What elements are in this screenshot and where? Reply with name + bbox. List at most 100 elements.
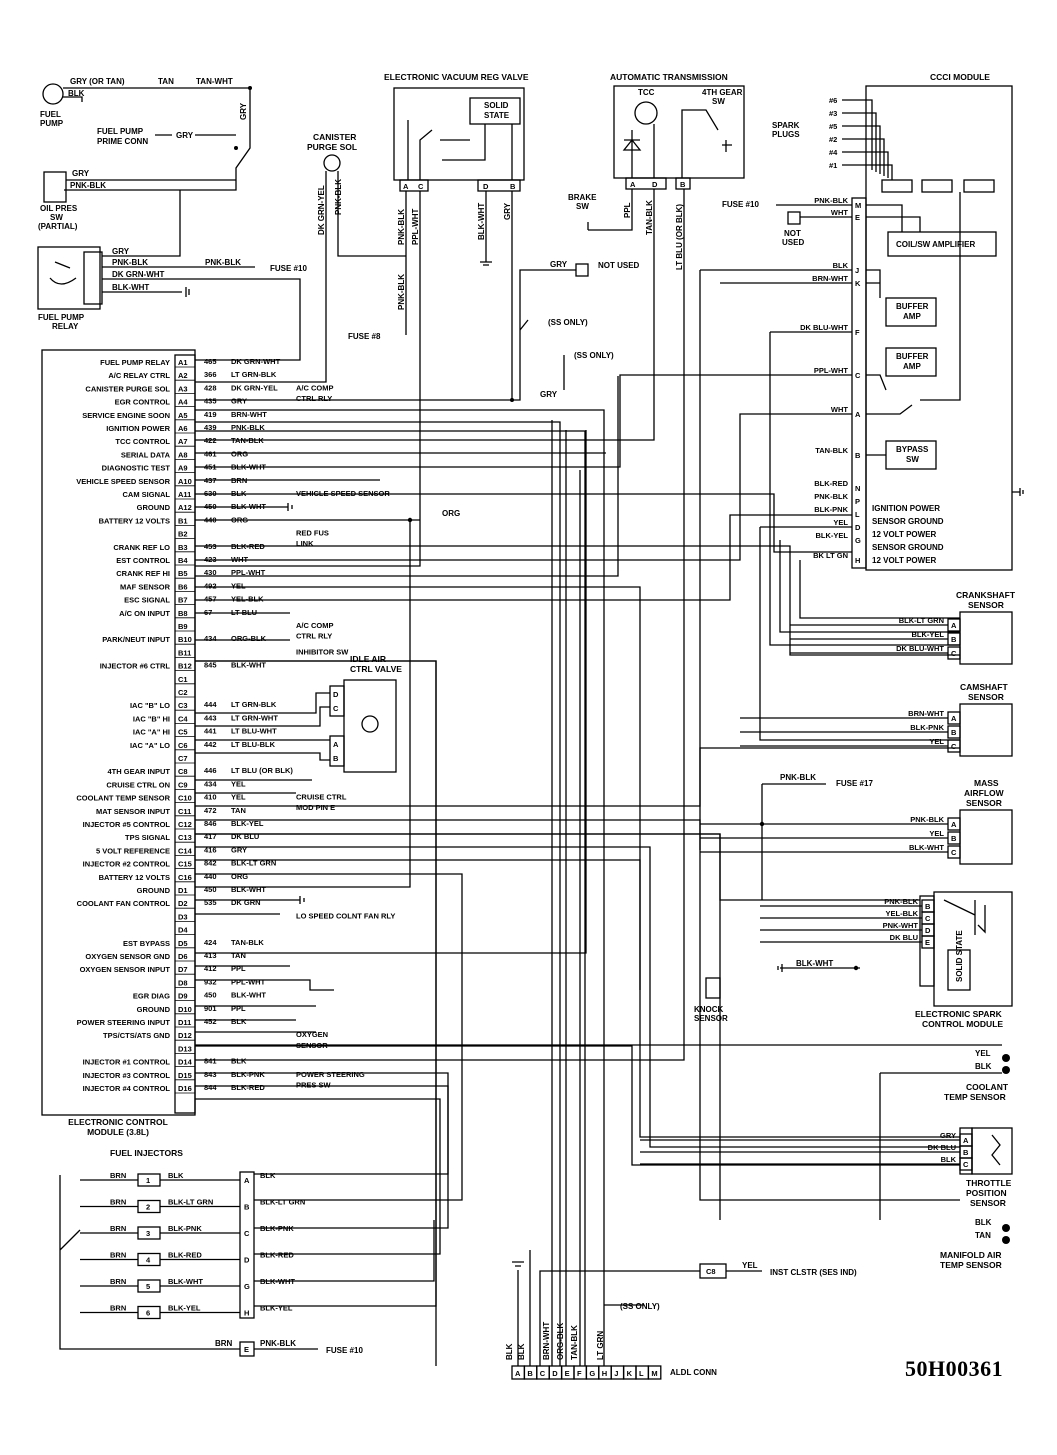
injector-feed: BRN — [110, 1277, 126, 1286]
ecm-pin-id: D11 — [178, 1018, 191, 1027]
ecm-pin-wire-color: TAN-BLK — [231, 938, 264, 947]
ecm-pin-id: C6 — [178, 741, 188, 750]
relay-label-1: FUEL PUMP — [38, 313, 85, 322]
ecm-pin-function: CRANK REF LO — [113, 543, 170, 552]
ecm-pin-circuit: 439 — [204, 423, 217, 432]
sensor-pin-wire: BLK-WHT — [909, 843, 944, 852]
ecm-pin-id: A8 — [178, 450, 188, 459]
ccci-pin-wire: WHT — [831, 405, 848, 414]
ecm-pin-circuit: 417 — [204, 832, 217, 841]
injector-sig: BLK-RED — [168, 1251, 202, 1260]
ecm-pin-circuit: 843 — [204, 1070, 217, 1079]
ecm-pin-id: B10 — [178, 635, 192, 644]
oil-pres-switch-body — [43, 171, 67, 203]
ecm-pin-function: INJECTOR #1 CONTROL — [83, 1058, 171, 1067]
evrv-conn-left — [399, 179, 429, 192]
ecm-pin-function: EST CONTROL — [116, 556, 170, 565]
tps-body — [971, 1127, 1013, 1175]
oil-pres-label-2: SW — [50, 213, 63, 222]
ecm-pin-id: A3 — [178, 384, 188, 393]
ecm-pin-function: A/C RELAY CTRL — [108, 371, 170, 380]
mat-title-1: MANIFOLD AIR — [940, 1250, 1002, 1260]
ecm-pin-function: OXYGEN SENSOR GND — [85, 952, 170, 961]
ccci-pin-id: J — [855, 266, 859, 275]
ecm-note: CTRL RLY — [296, 394, 332, 403]
ecm-pin-wire-color: BLK-WHT — [231, 661, 266, 670]
sensor-pin-id: A — [951, 714, 957, 723]
ccci-not-used-1: NOT — [784, 229, 801, 238]
ss-only-2: (SS ONLY) — [574, 351, 614, 360]
ecm-pin-circuit: 444 — [204, 700, 217, 709]
injector-num: 6 — [146, 1309, 150, 1318]
ccci-pin-wire: PNK-BLK — [814, 492, 848, 501]
ecm-pin-circuit: 416 — [204, 845, 217, 854]
ecm-pin-function: CANISTER PURGE SOL — [85, 384, 170, 393]
brake-sw-1: BRAKE — [568, 193, 597, 202]
at-wire-ppl: PPL — [623, 202, 632, 218]
injector-out: BLK-LT GRN — [260, 1198, 305, 1207]
iac-pin-b: B — [333, 754, 339, 763]
ecm-pin-circuit: 457 — [204, 595, 217, 604]
ecm-pin-function: EGR DIAG — [133, 992, 170, 1001]
ccci-pin-wire: BRN-WHT — [812, 274, 848, 283]
sensor-pin-id: B — [951, 728, 957, 737]
ecm-pin-wire-color: BLK-LT GRN — [231, 859, 276, 868]
ecm-pin-wire-color: DK GRN-WHT — [231, 357, 281, 366]
ecm-pin-id: C13 — [178, 833, 192, 842]
ecm-pin-wire-color: YEL — [231, 779, 246, 788]
iac-pin-c: C — [333, 704, 339, 713]
evrv-pin-c: C — [418, 182, 424, 191]
ecm-note: RED FUS — [296, 529, 329, 538]
aldl-wire-blk-1: BLK — [505, 1343, 514, 1360]
relay-outline — [37, 246, 101, 310]
auto-trans-group: AUTOMATIC TRANSMISSION TCC 4TH GEAR SW A… — [195, 72, 745, 1061]
ecm-pin-wire-color: ORG — [231, 872, 248, 881]
sensor-pin-id: C — [925, 914, 931, 923]
ecm-pin-id: A11 — [178, 490, 191, 499]
coolant-title-1: COOLANT — [966, 1082, 1009, 1092]
diagram-code: 50H00361 — [905, 1356, 1004, 1381]
fuel-pump-label-2: PUMP — [40, 119, 64, 128]
ecm-note: POWER STEERING — [296, 1070, 365, 1079]
maf-group: MASS AIRFLOW SENSOR APNK-BLKBYELCBLK-WHT… — [700, 773, 1013, 900]
fp-wire-gry: GRY — [239, 102, 248, 120]
at-pin-a: A — [630, 180, 636, 189]
ccci-pin-id: H — [855, 556, 860, 565]
ecm-pin-function: ESC SIGNAL — [124, 596, 170, 605]
canister-group: CANISTER PURGE SOL DK GRN-YEL PNK-BLK — [195, 132, 406, 383]
ecm-pin-id: C5 — [178, 728, 188, 737]
ecm-pin-id: A7 — [178, 437, 188, 446]
ecm-pin-function: COOLANT FAN CONTROL — [77, 899, 171, 908]
ecm-pin-wire-color: LT GRN-BLK — [231, 700, 277, 709]
ecm-pin-id: D15 — [178, 1071, 192, 1080]
injector-conn — [239, 1171, 255, 1319]
ecm-pin-circuit: 443 — [204, 713, 217, 722]
ecm-pin-id: C9 — [178, 780, 188, 789]
ecm-pin-id: B2 — [178, 530, 188, 539]
knock-2: SENSOR — [694, 1014, 728, 1023]
ccci-not-used-2: USED — [782, 238, 804, 247]
ecm-pin-wire-color: BLK-RED — [231, 1083, 265, 1092]
spark-plug-label: #5 — [829, 122, 837, 131]
ecm-pin-id: D13 — [178, 1044, 192, 1053]
ecm-pin-function: TCC CONTROL — [115, 437, 170, 446]
supply-feed: BRN — [215, 1339, 233, 1348]
ecm-pin-id: C1 — [178, 675, 188, 684]
ecm-note: LO SPEED COLNT FAN RLY — [296, 911, 395, 920]
ecm-pin-circuit: 413 — [204, 951, 217, 960]
evrv-ss-1: SOLID — [484, 101, 509, 110]
ecm-pin-id: D12 — [178, 1031, 192, 1040]
mat-group: BLK TAN MANIFOLD AIR TEMP SENSOR — [940, 1218, 1010, 1270]
ecm-pin-function: INJECTOR #6 CTRL — [100, 662, 171, 671]
sensor-pin-wire: YEL — [929, 737, 944, 746]
ecm-pin-id: C15 — [178, 860, 192, 869]
ecm-pin-function: 5 VOLT REFERENCE — [96, 846, 170, 855]
ecm-pin-id: D16 — [178, 1084, 192, 1093]
buffer-amp-2 — [885, 347, 937, 377]
ecm-pin-function: CRUISE CTRL ON — [106, 780, 170, 789]
prime-conn-1: FUEL PUMP — [97, 127, 144, 136]
maf-title-1: MASS — [974, 778, 999, 788]
ecm-pin-wire-color: LT BLU — [231, 608, 257, 617]
